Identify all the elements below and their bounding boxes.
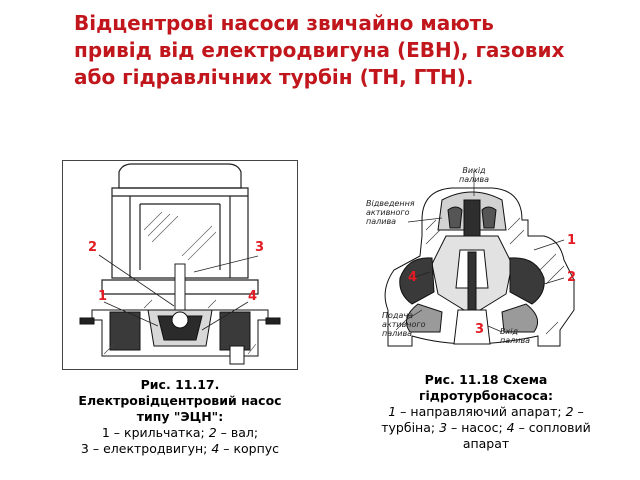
callout-3-motor: 3: [255, 240, 265, 255]
figure1-caption: Рис. 11.17. Електровідцентровий насос ти…: [78, 377, 282, 456]
callout-1-impeller: 1: [98, 289, 108, 304]
callout-2-shaft: 2: [88, 240, 98, 255]
label-active-fuel-outlet: Відведення активного палива: [366, 199, 415, 226]
label-active-fuel-inlet: Подача активного палива: [382, 311, 426, 338]
label-fuel-outlet: Вихід палива: [458, 166, 490, 184]
callout-1-guide-vane: 1: [567, 233, 577, 248]
pump-drawing: [62, 160, 298, 370]
callout-4-nozzle: 4: [408, 270, 418, 285]
slide-title: Відцентрові насоси звичайно мають привід…: [74, 11, 565, 89]
figure1-caption-title: Рис. 11.17. Електровідцентровий насос ти…: [78, 377, 282, 424]
figure2-caption-title: Рис. 11.18 Схема гідротурбонасоса:: [418, 372, 553, 403]
callout-2-turbine: 2: [567, 270, 577, 285]
figure2-caption: Рис. 11.18 Схема гідротурбонасоса: 1 – н…: [381, 372, 591, 451]
callout-4-housing: 4: [248, 289, 258, 304]
callout-3-pump: 3: [475, 322, 485, 337]
turbopump-drawing: [384, 170, 575, 347]
label-fuel-inlet: Вхід палива: [500, 327, 531, 345]
